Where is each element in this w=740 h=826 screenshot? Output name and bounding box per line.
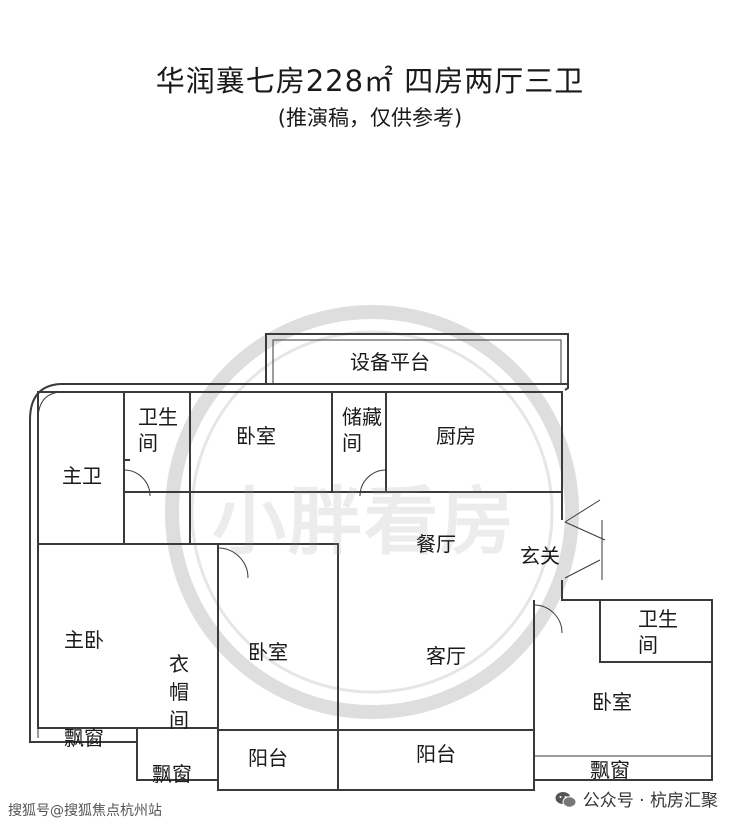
plan-subtitle: (推演稿，仅供参考)	[277, 106, 463, 130]
label-bedroom-top: 卧室	[236, 424, 276, 448]
label-living: 客厅	[426, 644, 466, 668]
watermark-inner-circle	[190, 330, 554, 694]
watermark-circle	[165, 305, 579, 719]
label-kitchen: 厨房	[436, 424, 476, 448]
footer-source: 搜狐号@搜狐焦点杭州站	[8, 803, 162, 819]
label-equipment-platform: 设备平台	[350, 350, 430, 374]
label-entrance: 玄关	[520, 544, 560, 568]
plan-title: 华润襄七房228㎡ 四房两厅三卫	[155, 64, 585, 98]
balcony-2-walls	[337, 729, 535, 791]
outer-wall-top	[60, 383, 569, 391]
bathroom-2-walls	[599, 599, 713, 663]
label-master-bath: 主卫	[62, 464, 102, 488]
wechat-icon	[555, 792, 577, 808]
label-bathroom-1: 卫生间	[138, 405, 178, 455]
label-bay-window-1: 飘窗	[64, 726, 104, 750]
label-bay-window-2: 飘窗	[152, 762, 192, 786]
footer-account-text: 公众号 · 杭房汇聚	[582, 791, 718, 811]
label-bedroom-right: 卧室	[592, 690, 632, 714]
label-bay-window-3: 飘窗	[590, 758, 630, 782]
label-balcony-1: 阳台	[248, 746, 288, 770]
watermark-text: 小胖看房	[212, 479, 516, 565]
label-balcony-2: 阳台	[416, 742, 456, 766]
label-storage: 储藏间	[342, 405, 382, 455]
footer-account: 公众号 · 杭房汇聚	[555, 786, 718, 811]
label-bedroom-mid: 卧室	[248, 640, 288, 664]
label-master-bedroom: 主卧	[64, 628, 104, 652]
label-cloakroom: 衣帽间	[169, 652, 189, 732]
label-bathroom-2: 卫生间	[638, 607, 678, 657]
label-dining: 餐厅	[416, 532, 456, 556]
outer-wall-left	[29, 383, 137, 743]
